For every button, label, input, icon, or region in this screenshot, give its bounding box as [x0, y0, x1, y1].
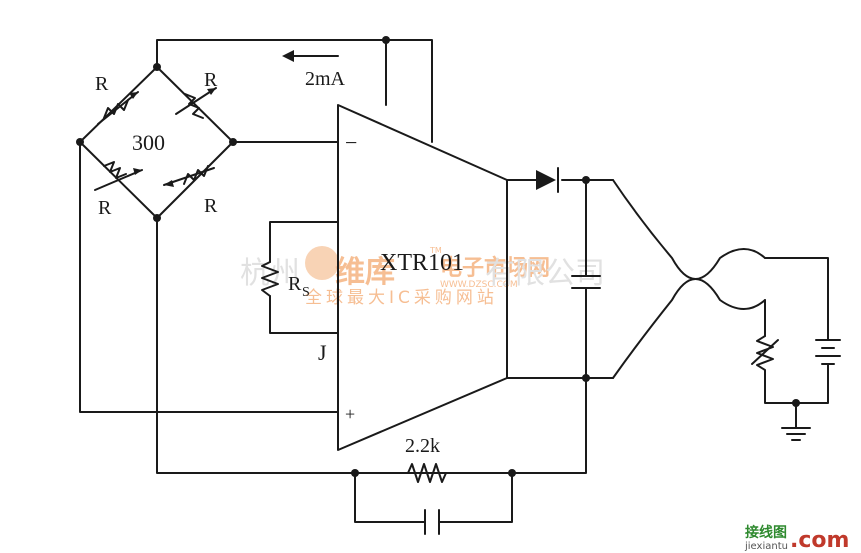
site-watermark-pinyin: jiexiantu — [744, 541, 788, 552]
wire-load-supply-bottom — [764, 367, 829, 404]
bridge-label-r-tl: R — [95, 73, 109, 95]
site-watermark-com: .com — [790, 528, 849, 553]
watermark-logo-icon — [305, 246, 339, 280]
watermark: 杭州 维库 TM 电子市场网 WWW.DZSC.COM 全球最大IC采购网站 有… — [240, 246, 605, 308]
amplifier-plus-sign: + — [345, 404, 355, 424]
wire-top-loop — [156, 39, 433, 143]
watermark-slogan: 全球最大IC采购网站 — [305, 288, 498, 308]
feedback-resistor — [354, 463, 513, 483]
feedback-resistor-label: 2.2k — [405, 435, 440, 457]
bridge-resistor-tr — [175, 87, 217, 119]
wire-cap-right — [438, 472, 513, 523]
bridge-label-r-br: R — [204, 195, 218, 217]
bridge-center-value: 300 — [132, 130, 165, 155]
watermark-market: 电子市场网 — [440, 255, 550, 281]
watermark-tm: TM — [429, 246, 442, 255]
j-label: J — [318, 340, 327, 365]
bridge-resistor-tl — [97, 91, 139, 125]
bridge-edge-tr — [156, 66, 234, 143]
wire-to-supply-top — [764, 257, 829, 341]
twisted-pair-lower — [612, 278, 766, 379]
wire-rs-bottom — [269, 295, 339, 334]
bridge-label-r-tr: R — [204, 69, 218, 91]
output-capacitor — [571, 275, 601, 289]
current-label: 2mA — [305, 68, 346, 90]
bridge-resistor-bl — [94, 161, 143, 191]
rs-subscript: S — [302, 285, 310, 300]
ground-icon — [781, 427, 811, 441]
supply-battery — [815, 339, 841, 369]
xtr101-amplifier: − + XTR101 — [337, 104, 508, 451]
site-watermark: 接线图 .com jiexiantu — [744, 524, 849, 553]
rs-resistor — [261, 261, 279, 297]
site-watermark-cn: 接线图 — [745, 524, 787, 541]
amplifier-body — [337, 104, 508, 451]
bridge-label-r-bl: R — [98, 197, 112, 219]
watermark-brand: 维库 — [335, 255, 395, 290]
rs-label: R — [288, 273, 302, 295]
twisted-pair-upper — [612, 179, 766, 280]
amplifier-part-label: XTR101 — [380, 250, 464, 276]
load-resistor — [751, 335, 779, 375]
watermark-url: WWW.DZSC.COM — [440, 280, 518, 290]
feedback-capacitor — [424, 509, 440, 535]
amplifier-minus-sign: − — [345, 130, 357, 155]
wire-rs-top — [269, 221, 339, 263]
bridge-resistor-br — [163, 165, 215, 187]
wire-plus-input — [79, 141, 339, 413]
output-diode — [536, 167, 559, 193]
wheatstone-bridge: R R R R 300 — [76, 63, 237, 222]
wire-cap-left — [354, 472, 426, 523]
current-arrow-icon — [282, 50, 339, 62]
